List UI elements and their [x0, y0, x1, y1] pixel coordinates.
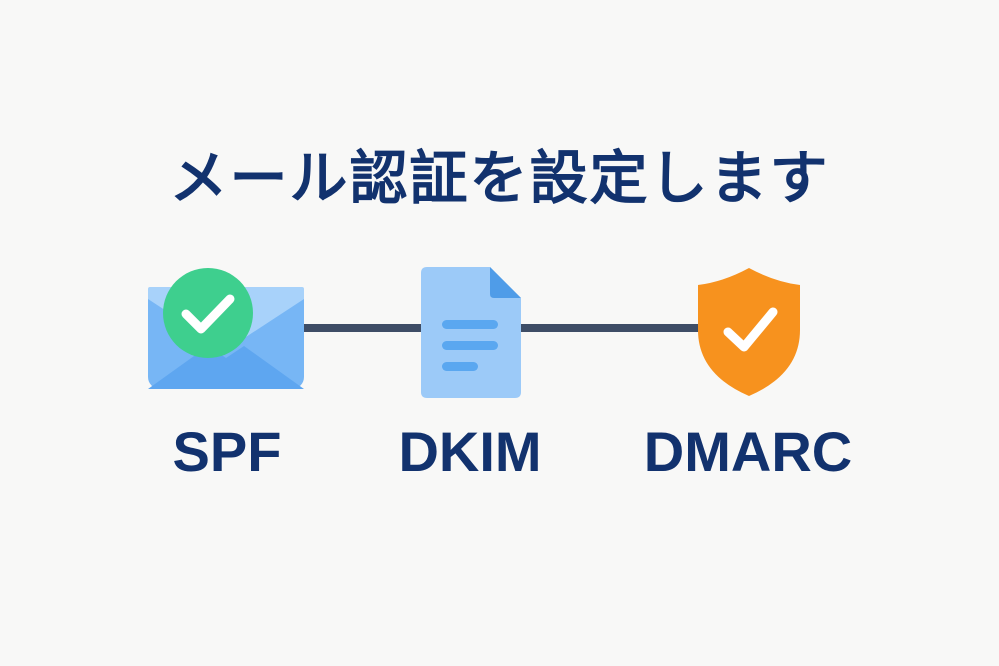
envelope-check-icon — [148, 268, 304, 389]
diagram-title: メール認証を設定します — [169, 144, 830, 212]
step-label-dkim: DKIM — [398, 420, 542, 483]
step-label-dmarc: DMARC — [643, 420, 853, 483]
shield-check-icon — [698, 268, 800, 396]
step-label-spf: SPF — [172, 420, 282, 483]
document-icon — [421, 267, 521, 398]
